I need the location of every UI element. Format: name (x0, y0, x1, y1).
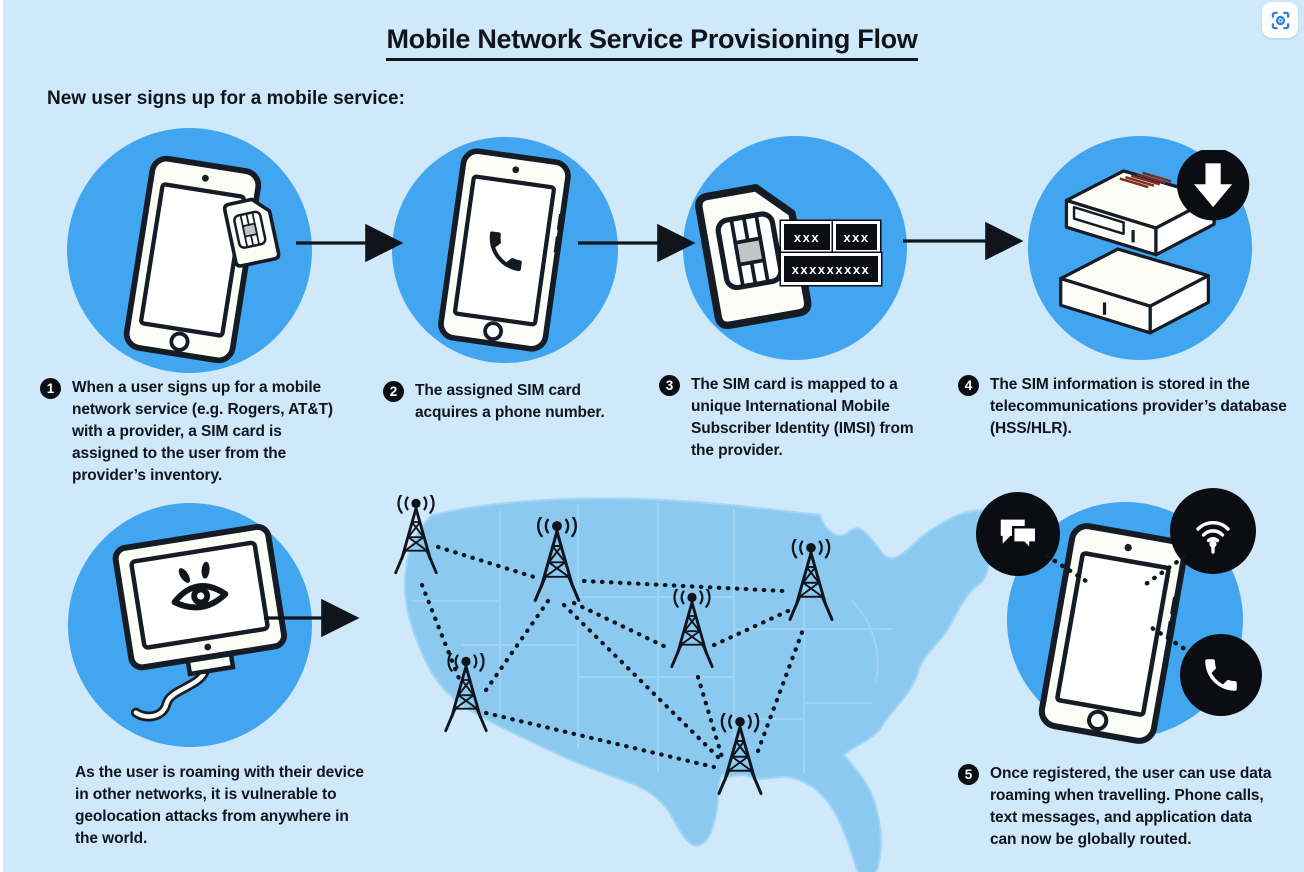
imsi-mnc-label: xxx (843, 229, 870, 245)
database-download-icon (1059, 150, 1250, 335)
page-title: Mobile Network Service Provisioning Flow (0, 24, 1304, 61)
screen-capture-button[interactable] (1262, 2, 1298, 38)
imsi-msin-box: xxxxxxxxx (781, 253, 881, 285)
calls-badge (1180, 634, 1262, 716)
step-4-caption: 4 The SIM information is stored in the t… (958, 374, 1288, 440)
step-1-caption: 1 When a user signs up for a mobile netw… (40, 377, 352, 487)
step-5-text: Once registered, the user can use data r… (990, 765, 1272, 848)
step-5-number: 5 (958, 764, 979, 785)
step-2-caption: 2 The assigned SIM card acquires a phone… (383, 380, 645, 424)
us-cell-tower-map (394, 495, 1004, 872)
page-edge-strip (0, 0, 3, 872)
step-3-caption: 3 The SIM card is mapped to a unique Int… (659, 374, 929, 462)
state-borders (412, 503, 892, 773)
messages-badge (976, 492, 1060, 576)
step-5-caption: 5 Once registered, the user can use data… (958, 763, 1280, 851)
screen-capture-icon (1271, 11, 1289, 29)
data-badge (1170, 488, 1256, 574)
step-3-text: The SIM card is mapped to a unique Inter… (691, 376, 914, 459)
imsi-mnc-box: xxx (833, 221, 880, 253)
step-4-number: 4 (958, 375, 979, 396)
step-4-text: The SIM information is stored in the tel… (990, 376, 1287, 437)
eye-icon (171, 561, 229, 611)
step-1-number: 1 (40, 378, 61, 399)
surveillance-monitor-icon (112, 523, 288, 722)
step-3-number: 3 (659, 375, 680, 396)
imsi-msin-label: xxxxxxxxx (791, 261, 871, 277)
phone-call-icon (1200, 654, 1242, 696)
roaming-warning-text: As the user is roaming with their device… (75, 764, 364, 847)
imsi-mcc-label: xxx (793, 229, 821, 245)
step-2-number: 2 (383, 381, 404, 402)
wifi-signal-icon (1196, 521, 1230, 554)
step-2-text: The assigned SIM card acquires a phone n… (415, 382, 605, 421)
step-1-text: When a user signs up for a mobile networ… (72, 379, 333, 484)
network-links (419, 544, 807, 770)
imsi-mcc-box: xxx (781, 221, 833, 253)
chat-bubbles-icon (1000, 519, 1038, 553)
page-subtitle: New user signs up for a mobile service: (47, 88, 405, 109)
